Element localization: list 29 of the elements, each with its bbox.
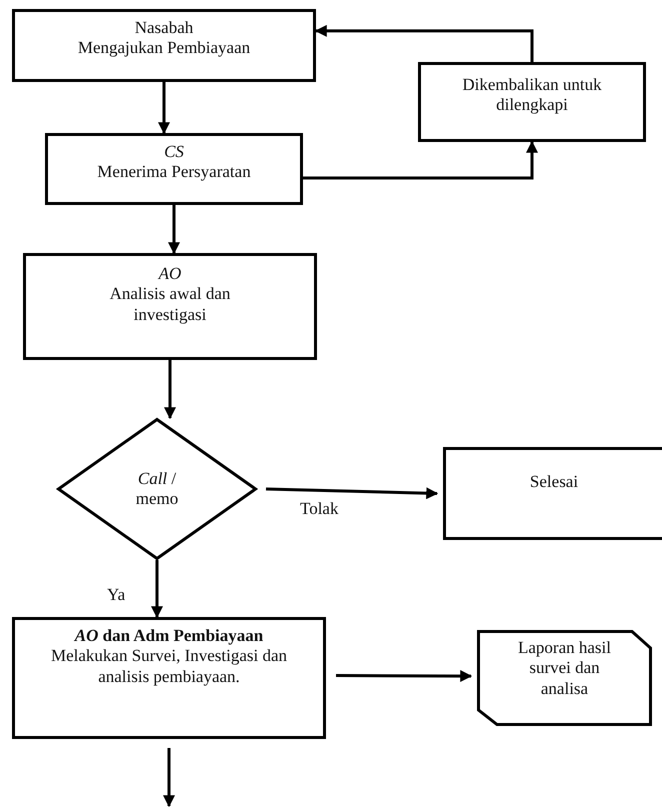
arrow bbox=[336, 670, 472, 682]
box-text: Laporan hasil survei dan analisa bbox=[517, 638, 612, 700]
process-box bbox=[443, 447, 662, 540]
process-box bbox=[12, 9, 316, 82]
process-box bbox=[45, 133, 303, 205]
process-box bbox=[12, 617, 326, 739]
box-text: Mengajukan Pembiayaan bbox=[78, 38, 250, 59]
box-text: Dikembalikan untuk dilengkapi bbox=[461, 75, 603, 116]
process-box bbox=[418, 62, 646, 142]
arrow bbox=[303, 140, 538, 180]
box-text: Melakukan Survei, Investigasi dan analisis pembiayaan. bbox=[50, 646, 288, 688]
arrow bbox=[151, 560, 163, 618]
decision-diamond bbox=[57, 418, 257, 560]
arrow bbox=[158, 82, 170, 134]
box-text: Menerima Persyaratan bbox=[97, 162, 251, 183]
box-heading: Nasabah bbox=[134, 18, 194, 38]
document-box bbox=[477, 630, 652, 726]
box-heading: AO bbox=[158, 264, 182, 284]
arrow bbox=[164, 360, 176, 420]
arrow bbox=[266, 487, 438, 500]
box-text: Analisis awal dan investigasi bbox=[108, 284, 232, 326]
box-text: Call / memo bbox=[134, 468, 180, 510]
arrow bbox=[314, 24, 534, 62]
box-heading: CS bbox=[164, 142, 184, 162]
arrow bbox=[168, 205, 180, 254]
process-box bbox=[23, 253, 317, 360]
arrow bbox=[163, 748, 175, 808]
box-text: Selesai bbox=[530, 472, 578, 492]
box-heading: AO dan Adm Pembiayaan bbox=[74, 626, 264, 646]
